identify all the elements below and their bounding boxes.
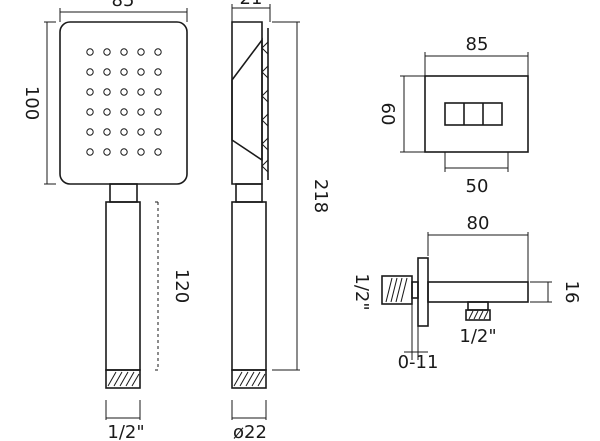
nozzle [86,108,94,116]
side-neck [235,183,263,203]
adjust-label: 0-11 [398,352,439,373]
bracket-side-view: 80 16 1/2" 1/2" [351,213,582,373]
outlet-thread-hatch [468,310,489,320]
nozzle [86,48,94,56]
head-side-face [231,37,263,162]
dim-handle-label: 120 [171,269,192,303]
nozzle [103,148,111,156]
nozzle [137,68,145,76]
inlet-stem [411,281,419,299]
outlet-label: 1/2" [459,326,496,347]
nozzle [120,148,128,156]
bracket-plate [424,75,529,153]
nozzle [154,68,162,76]
nozzle [137,148,145,156]
handle-thread [105,369,141,389]
front-view: 85 100 120 1/2" [21,0,192,441]
dim-total-label: 218 [310,179,331,213]
nozzle [86,128,94,136]
inlet-thread [385,277,408,303]
nozzle [137,48,145,56]
bracket-width-label: 85 [466,34,489,55]
nozzle [154,148,162,156]
nozzle [103,88,111,96]
nozzle [120,128,128,136]
thread-label: 1/2" [107,422,144,441]
nozzle [137,88,145,96]
nozzle [86,68,94,76]
nozzle [103,128,111,136]
bracket-clip [444,102,503,126]
side-view: 21 218 ø22 [231,0,331,441]
side-thread-hatching [233,371,266,387]
nozzle [137,128,145,136]
handle-body [105,201,141,371]
nozzle [86,148,94,156]
nozzle [137,108,145,116]
bracket-depth-label: 80 [467,213,490,234]
nozzle [154,128,162,136]
side-thread [231,369,267,389]
bracket-base-label: 50 [466,176,489,197]
nozzle [86,88,94,96]
nozzle [120,68,128,76]
nozzle [103,108,111,116]
dim-width-label: 85 [112,0,135,11]
wall-plate [417,257,429,327]
outlet-stem [467,301,489,311]
shower-head-outline [59,21,188,185]
nozzle [120,108,128,116]
thread-hatching [107,371,140,387]
nozzle [154,48,162,56]
outlet-thread [465,309,491,321]
bracket-top-view: 85 60 50 [377,34,529,197]
nozzle-profile [261,40,269,174]
bracket-height-label: 60 [377,103,398,126]
nozzle-grid [86,48,162,156]
head-neck [109,183,138,203]
nozzle [120,48,128,56]
bracket-arm [427,281,529,303]
dim-head-height-label: 100 [21,86,42,120]
side-handle [231,201,267,371]
nozzle [154,108,162,116]
nozzle [103,48,111,56]
dim-depth-label: 21 [240,0,263,9]
bracket-height16-label: 16 [561,281,582,304]
inlet-label: 1/2" [351,273,372,310]
nozzle [154,88,162,96]
nozzle [120,88,128,96]
nozzle [103,68,111,76]
diameter-label: ø22 [233,422,267,441]
